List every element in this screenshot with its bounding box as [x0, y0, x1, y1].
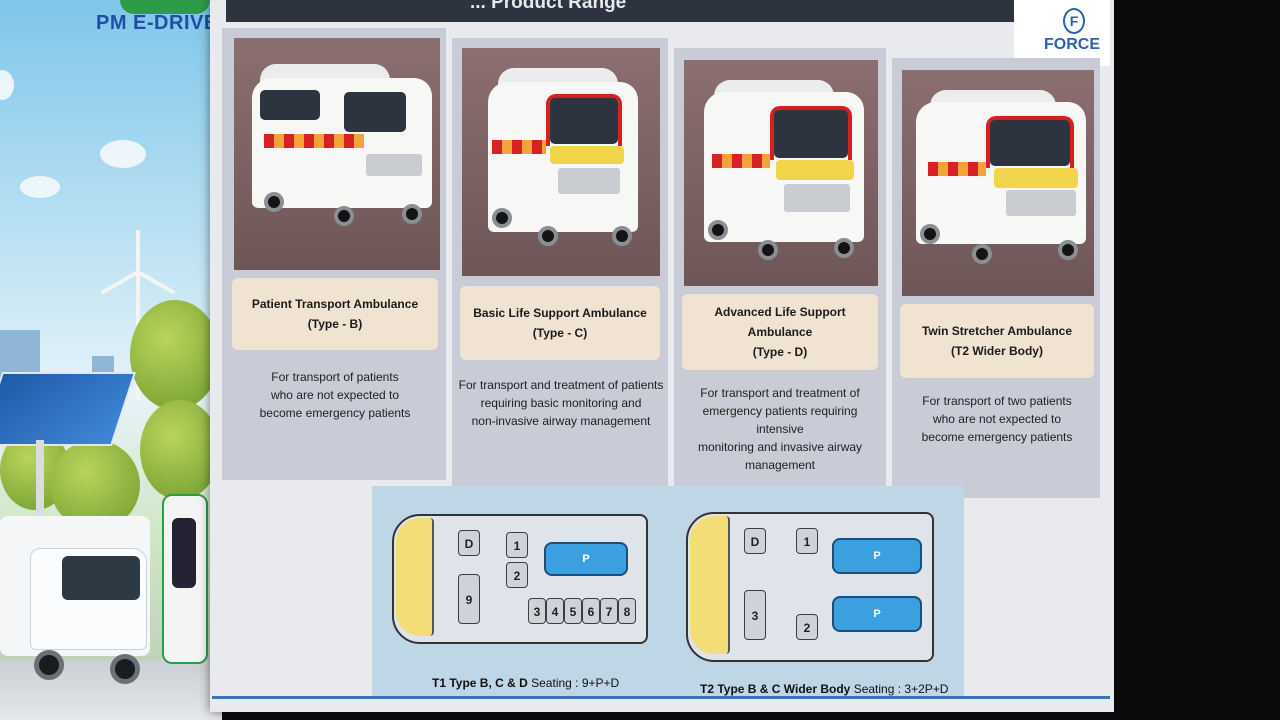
- turbine-blade: [137, 270, 176, 295]
- seat: 9: [458, 574, 480, 624]
- force-logo-text: FORCE: [1044, 36, 1100, 53]
- truck-wheel: [110, 654, 140, 684]
- seat: 6: [582, 598, 600, 624]
- seat: 4: [546, 598, 564, 624]
- product-desc-type-b: For transport of patients who are not ex…: [259, 370, 411, 420]
- t2-cab: [690, 516, 730, 654]
- slide-bottom-rule: [212, 696, 1110, 699]
- seat: 2: [796, 614, 818, 640]
- ambulance-photo-type-d: [684, 60, 878, 286]
- stretcher: P: [544, 542, 628, 576]
- slide-title: ... Product Range: [470, 0, 627, 13]
- force-logo-icon: F: [1063, 8, 1085, 34]
- seat: 1: [506, 532, 528, 558]
- seat: 5: [564, 598, 582, 624]
- cloud: [0, 70, 14, 100]
- logo-swoosh: [120, 0, 210, 14]
- turbine-blade: [100, 270, 139, 295]
- seat: 1: [796, 528, 818, 554]
- cloud: [20, 176, 60, 198]
- seat: D: [744, 528, 766, 554]
- seat: 3: [744, 590, 766, 640]
- product-name-type-c: Basic Life Support Ambulance (Type - C): [460, 286, 660, 360]
- t1-cab: [396, 518, 434, 636]
- ambulance-photo-type-c: [462, 48, 660, 276]
- pm-edrive-logo: PM E-DRIVE: [96, 12, 218, 34]
- pm-edrive-poster: PM E-DRIVE: [0, 0, 222, 720]
- seat: 7: [600, 598, 618, 624]
- solar-panel-pole: [36, 440, 44, 520]
- seat: 3: [528, 598, 546, 624]
- tree: [130, 300, 220, 410]
- ev-charger-screen: [172, 518, 196, 588]
- tree: [140, 400, 220, 500]
- ambulance-photo-t2: [902, 70, 1094, 296]
- seat: 2: [506, 562, 528, 588]
- t1-caption: T1 Type B, C & D Seating : 9+P+D: [432, 676, 620, 690]
- tree: [50, 440, 140, 530]
- slide-title-bar: [226, 0, 1016, 22]
- ambulance-photo-type-b: [234, 38, 440, 270]
- product-name-type-b: Patient Transport Ambulance (Type - B): [232, 278, 438, 350]
- product-name-type-d: Advanced Life Support Ambulance (Type - …: [682, 294, 878, 370]
- force-logo: [1014, 0, 1110, 66]
- product-desc-type-c: For transport and treatment of patients …: [458, 378, 664, 428]
- product-desc-t2: For transport of two patients who are no…: [921, 394, 1073, 444]
- product-desc-type-d: For transport and treatment of emergency…: [697, 386, 863, 472]
- t2-caption: T2 Type B & C Wider Body Seating : 3+2P+…: [700, 682, 949, 696]
- seat: 8: [618, 598, 636, 624]
- turbine-blade: [136, 230, 140, 272]
- cloud: [100, 140, 146, 168]
- stretcher: P: [832, 596, 922, 632]
- stretcher: P: [832, 538, 922, 574]
- solar-panel: [0, 372, 137, 446]
- truck-wheel: [34, 650, 64, 680]
- product-name-t2: Twin Stretcher Ambulance (T2 Wider Body): [900, 304, 1094, 378]
- truck-window: [62, 556, 140, 600]
- seat: D: [458, 530, 480, 556]
